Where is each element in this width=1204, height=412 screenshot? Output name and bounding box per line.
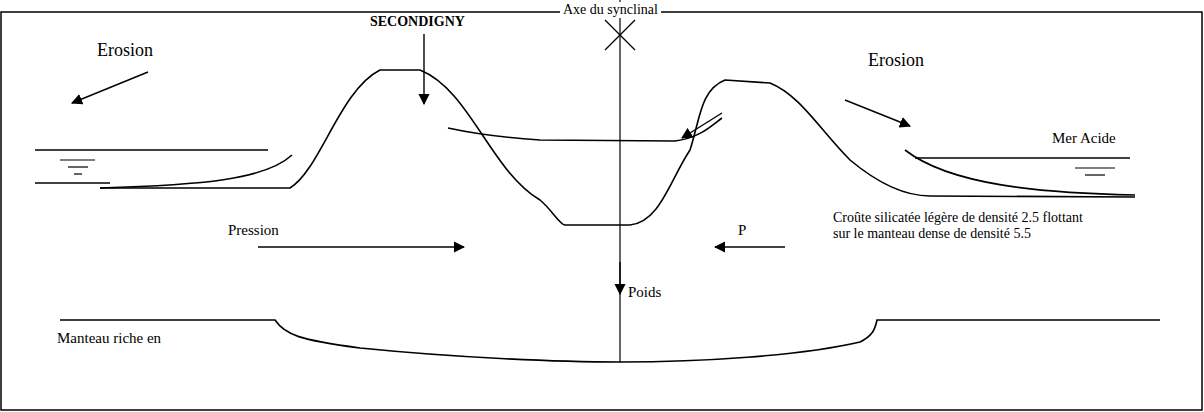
crust-note: Croûte silicatée légère de densité 2.5 f…	[833, 210, 1103, 242]
force-label: P	[738, 222, 746, 239]
frame	[1, 12, 1202, 410]
force-label: Poids	[628, 284, 661, 301]
mantle-label: Manteau riche en	[57, 330, 161, 347]
process-label: Erosion	[97, 40, 153, 61]
axis-label: Axe du synclinal	[560, 2, 661, 18]
process-label: Erosion	[868, 50, 924, 71]
place-name: SECONDIGNY	[370, 14, 465, 30]
sea-label: Mer Acide	[1052, 130, 1116, 147]
force-label: Pression	[228, 222, 279, 239]
